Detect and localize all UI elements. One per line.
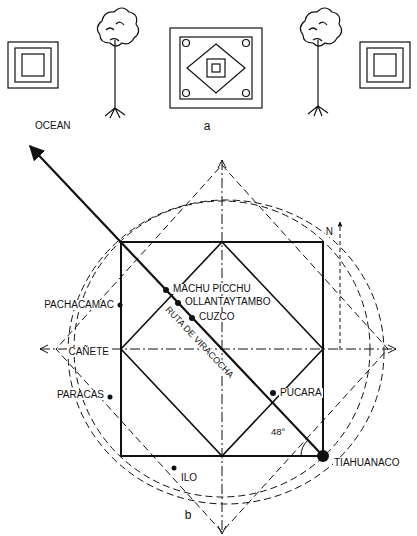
- site-dots: [108, 287, 330, 471]
- motif-row: [8, 8, 410, 118]
- north-label: N: [325, 227, 334, 238]
- site-label: MACHU PICCHU: [172, 284, 252, 295]
- site-label: CUZCO: [198, 312, 236, 323]
- site-label: PARACAS: [56, 390, 105, 401]
- site-label: ILO: [180, 473, 198, 484]
- angle-label: 48°: [270, 427, 286, 437]
- part-letter: a: [203, 120, 212, 133]
- site-label: OLLANTAYTAMBO: [184, 297, 272, 308]
- site-label: PACHACAMAC: [43, 300, 115, 311]
- alignment-figure: [30, 146, 396, 534]
- site-label: TIAHUANACO: [333, 458, 401, 469]
- site-label: CAÑETE: [67, 347, 110, 358]
- part-letter: b: [184, 509, 193, 522]
- direction-label: OCEAN: [34, 121, 72, 132]
- site-label: PUCARA: [279, 388, 323, 399]
